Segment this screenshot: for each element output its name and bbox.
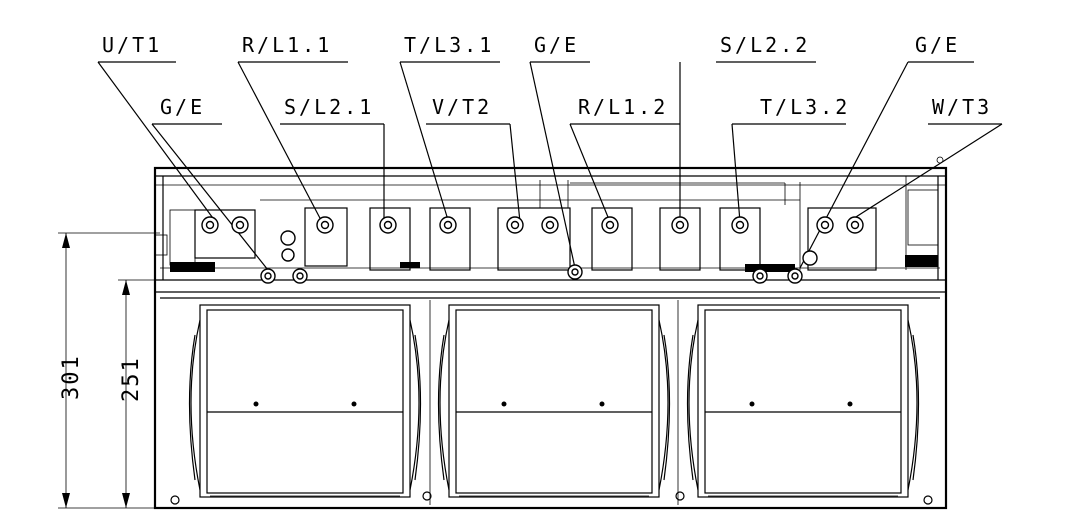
dimension-301: 301 [58,232,160,509]
dimension-inner-label: 251 [119,356,144,402]
terminal-bolts [201,216,864,284]
label-s-l2-2: S/L2.2 [720,33,810,57]
dimension-251: 251 [118,279,160,508]
cooling-fan-left [188,304,422,498]
label-t-l3-1: T/L3.1 [404,33,494,57]
label-g-e-left: G/E [160,95,205,119]
chassis-feet [170,156,944,505]
label-g-e-top: G/E [534,33,579,57]
label-v-t2: V/T2 [432,95,492,119]
cooling-fan-center [437,304,671,498]
label-r-l1-2: R/L1.2 [578,95,668,119]
label-r-l1-1: R/L1.1 [242,33,332,57]
label-g-e-right: G/E [915,33,960,57]
label-t-l3-2: T/L3.2 [760,95,850,119]
label-w-t3: W/T3 [932,95,992,119]
leader-lines [97,61,1003,271]
dimension-outer-label: 301 [59,354,84,400]
terminal-labels: U/T1 R/L1.1 T/L3.1 G/E S/L2.2 G/E G/E S/… [98,33,1002,125]
chassis [153,166,948,510]
terminal-blocks [194,207,877,271]
cooling-fan-right [686,304,920,498]
label-s-l2-1: S/L2.1 [284,95,374,119]
label-u-t1: U/T1 [102,33,162,57]
